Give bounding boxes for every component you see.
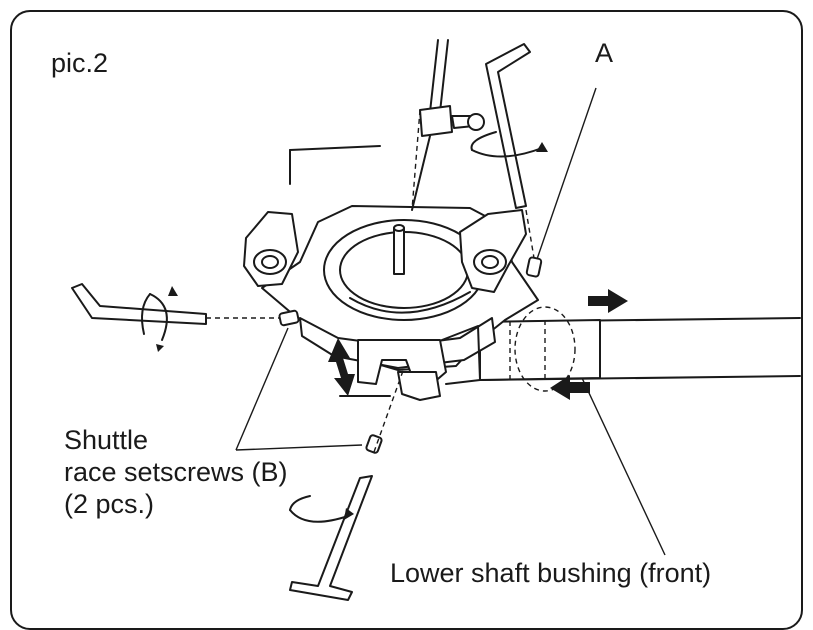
hex-key-left-icon [71, 283, 207, 352]
callout-setscrews: Shuttle race setscrews (B) (2 pcs.) [64, 425, 288, 521]
setscrews [278, 256, 543, 454]
lower-shaft [479, 306, 801, 392]
callout-setscrews-line-1: Shuttle [64, 425, 149, 455]
callout-setscrews-line-2: race setscrews (B) [64, 456, 288, 487]
hex-key-bottom-icon [289, 475, 373, 601]
callout-a: A [595, 38, 614, 68]
adjust-arrow [328, 338, 355, 396]
hex-key-top-icon [470, 43, 548, 209]
leader-lines [235, 87, 666, 556]
gauge-tool [289, 39, 485, 211]
figure-label: pic.2 [51, 48, 109, 78]
bushing-arrows [550, 289, 628, 400]
callout-bushing: Lower shaft bushing (front) [390, 558, 712, 588]
callout-setscrews-line-3: (2 pcs.) [64, 488, 155, 519]
alignment-lines [206, 109, 535, 453]
shuttle-race [243, 205, 539, 401]
shuttle-race-illustration [71, 39, 801, 601]
